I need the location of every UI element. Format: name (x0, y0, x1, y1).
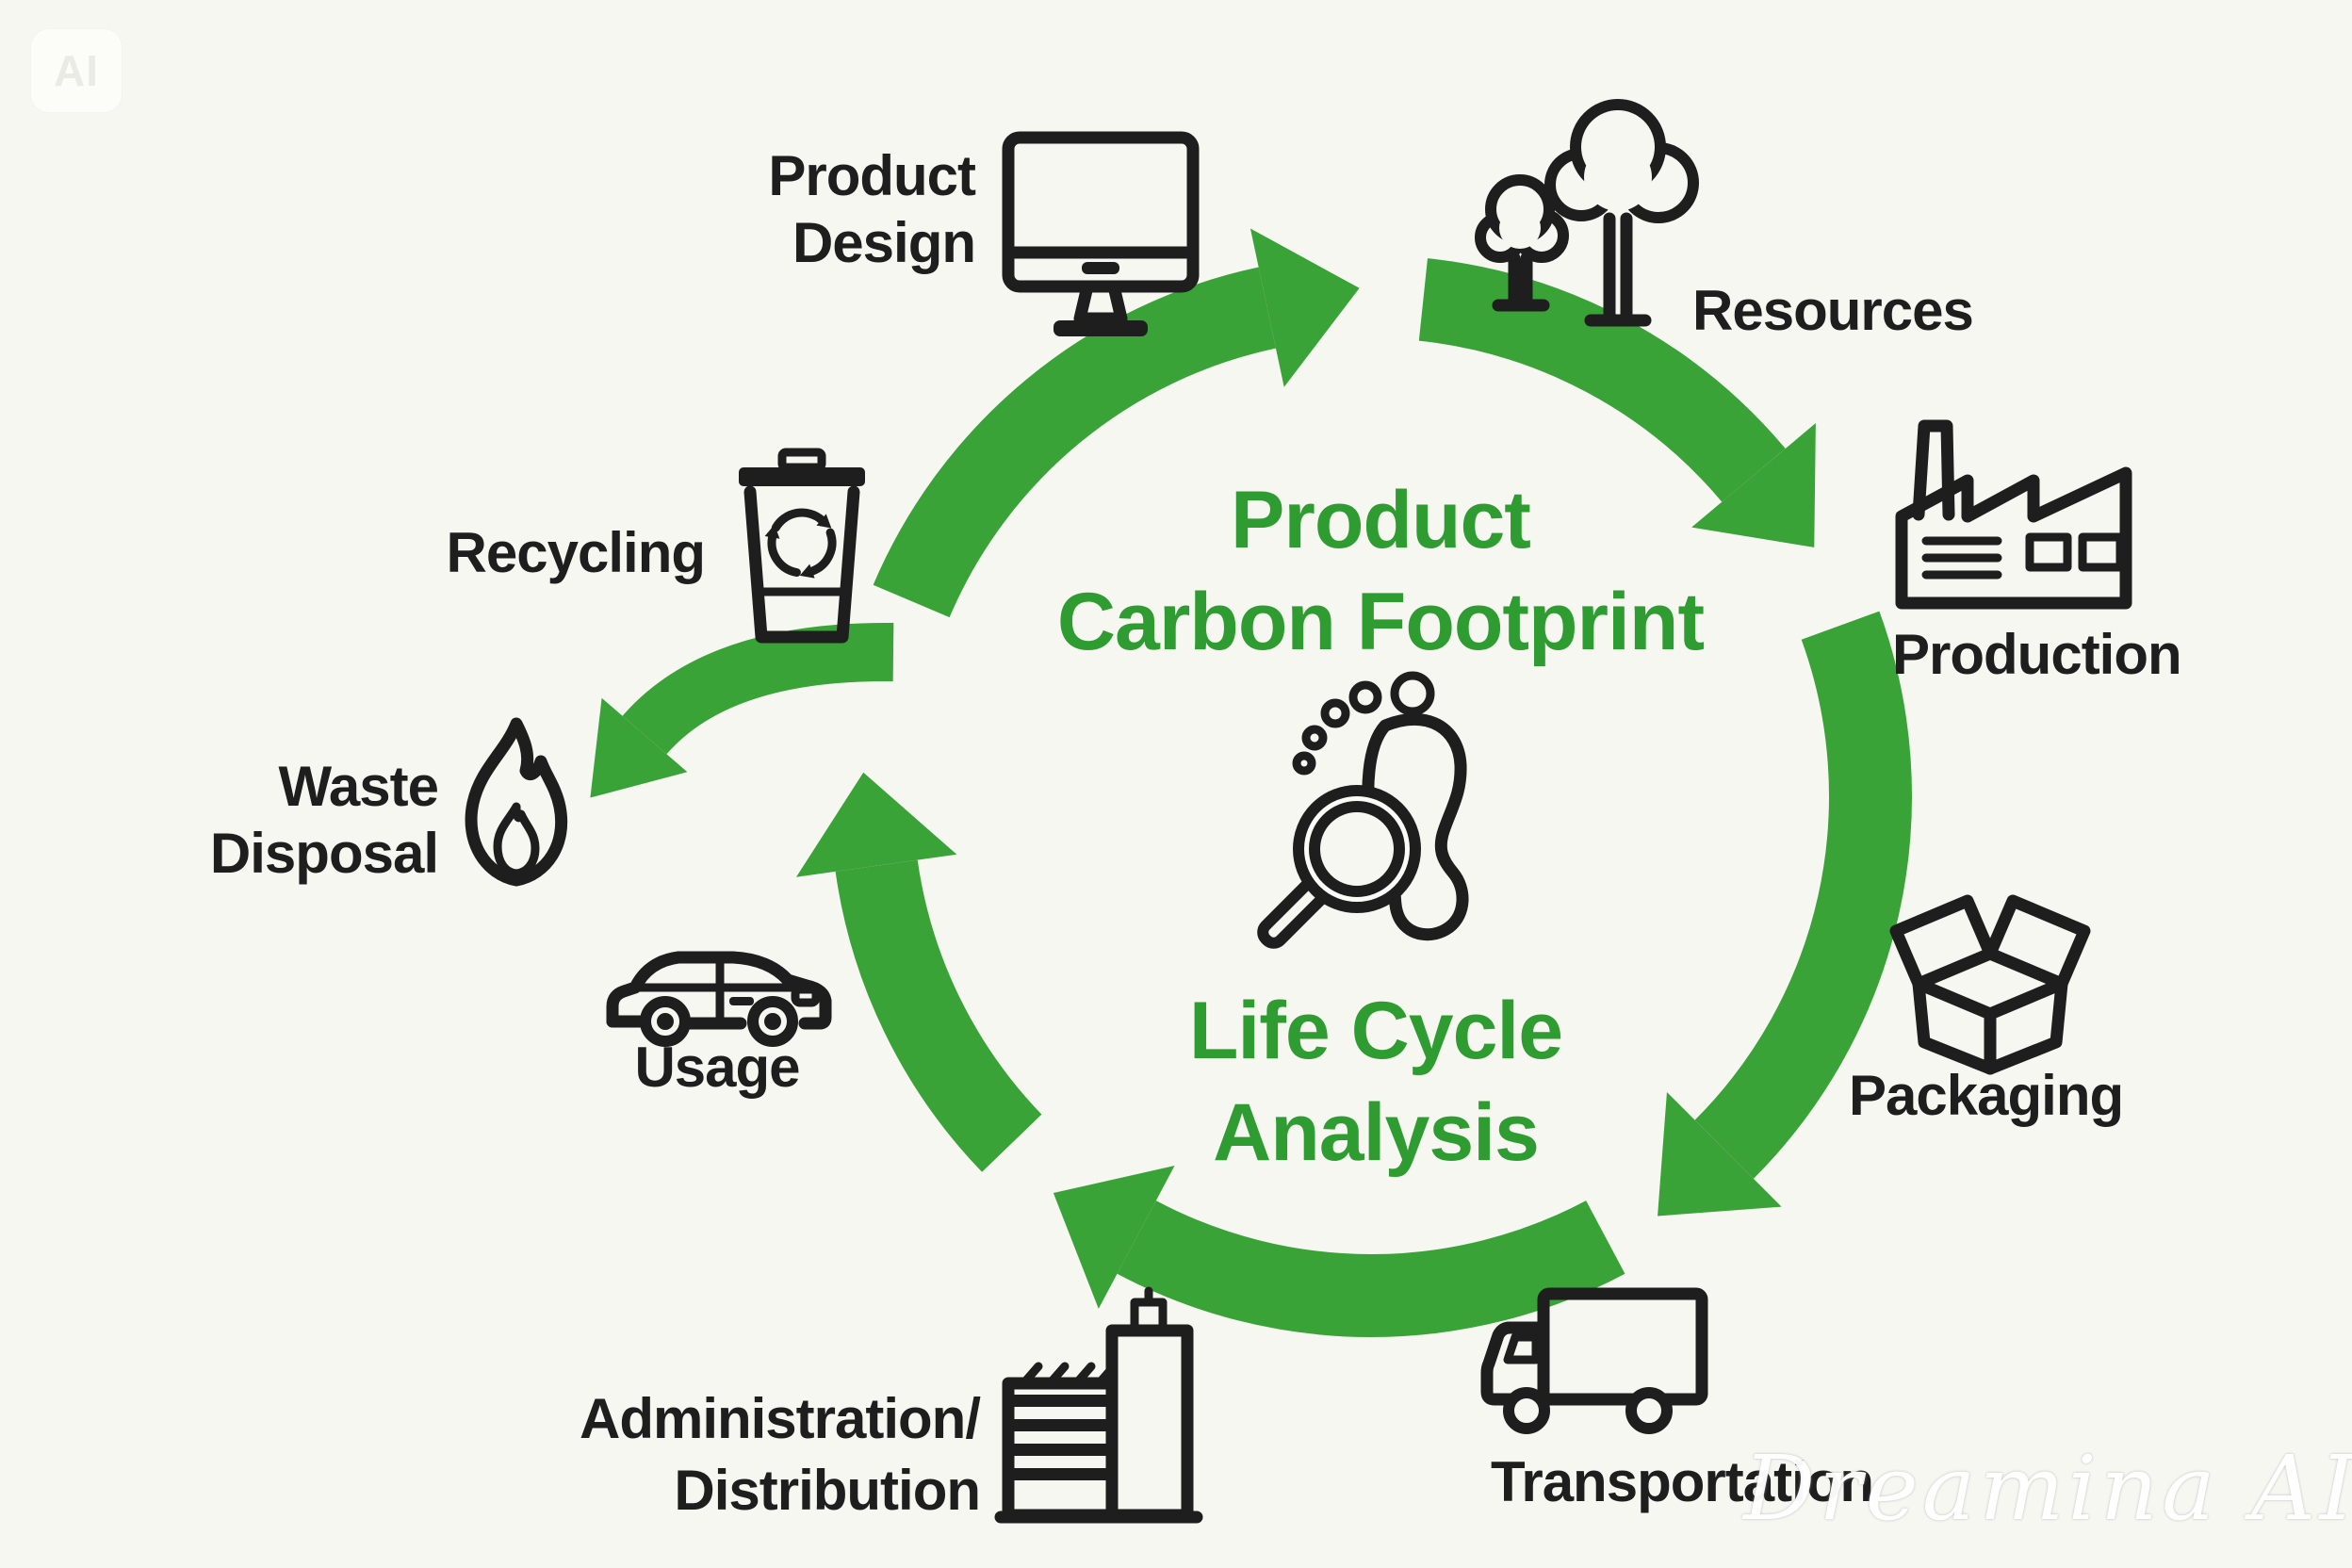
center-subtitle: Life Cycle Analysis (1037, 980, 1715, 1184)
center-subtitle-line2: Analysis (1213, 1087, 1540, 1179)
waste-line1: Waste (278, 755, 440, 818)
watermark: Dreamina AI (1734, 1409, 2352, 1568)
ai-badge: AI (30, 28, 122, 113)
administration-line1: Administration/ (579, 1387, 981, 1450)
product-design-line1: Product (768, 144, 976, 207)
stage-label-recycling: Recycling (446, 521, 706, 584)
stage-label-administration-distribution: Administration/ Distribution (415, 1383, 981, 1527)
center-subtitle-line1: Life Cycle (1188, 986, 1563, 1076)
open-box-icon (1889, 894, 2091, 1075)
stage-label-production: Production (1892, 623, 2182, 686)
car-icon (606, 951, 832, 1047)
flame-icon (465, 717, 568, 887)
warehouse-icon (994, 1286, 1203, 1524)
stage-label-packaging: Packaging (1849, 1064, 2124, 1127)
watermark-label: Dreamina AI (1743, 1437, 2352, 1541)
stage-label-transportation: Transportation (1491, 1450, 1874, 1513)
trees-icon (1475, 99, 1699, 327)
footprint-magnifier-icon (1257, 671, 1469, 949)
recycle-bin-icon (739, 448, 865, 644)
administration-line2: Distribution (674, 1459, 981, 1523)
factory-icon (1895, 419, 2132, 610)
monitor-icon (1002, 131, 1200, 336)
center-title: Product Carbon Footprint (942, 469, 1819, 674)
stage-label-product-design: Product Design (598, 143, 976, 277)
center-title-line2: Carbon Footprint (1056, 577, 1705, 668)
waste-line2: Disposal (209, 821, 439, 885)
product-design-line2: Design (792, 210, 976, 274)
center-title-line1: Product (1231, 475, 1531, 565)
stage-label-resources: Resources (1692, 279, 1974, 342)
truck-icon (1480, 1287, 1708, 1434)
ai-badge-label: AI (54, 46, 99, 95)
stage-label-waste-disposal: Waste Disposal (155, 754, 440, 888)
stage-label-usage: Usage (634, 1036, 800, 1099)
